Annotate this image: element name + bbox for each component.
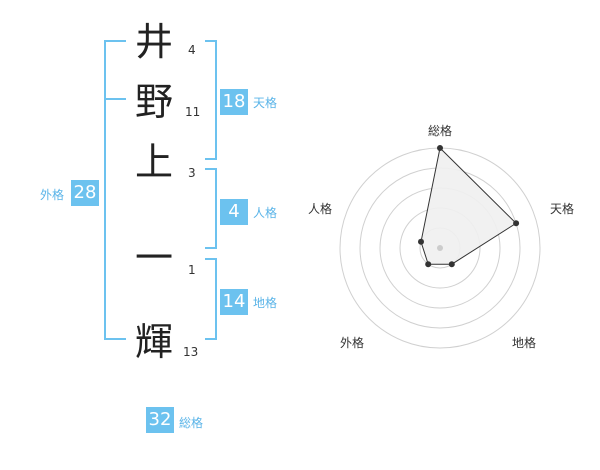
- stroke-count-5: 13: [183, 345, 199, 359]
- soukaku-label: 総格: [179, 416, 204, 430]
- radar-axis-label-jinkaku: 人格: [308, 202, 333, 216]
- radar-point-4: [425, 261, 432, 268]
- radar-point-1: [437, 145, 443, 151]
- chikaku-label: 地格: [253, 296, 278, 310]
- jinkaku-label: 人格: [253, 206, 278, 220]
- name-char-5: 輝: [134, 320, 173, 364]
- radar-point-5: [418, 238, 424, 245]
- gaikaku-value-badge: 28: [71, 180, 99, 206]
- jinkaku-value-badge: 4: [220, 199, 248, 225]
- radar-points: [418, 145, 520, 268]
- radar-axis-label-chikaku: 地格: [512, 336, 537, 350]
- tenkaku-bracket: [205, 40, 217, 160]
- stroke-count-3: 3: [188, 166, 196, 180]
- name-char-2: 野: [134, 80, 173, 124]
- radar-point-2: [513, 220, 520, 227]
- soukaku-value-badge: 32: [146, 407, 174, 433]
- name-char-3: 上: [134, 140, 173, 184]
- gaikaku-bracket-tick: [104, 98, 126, 100]
- radar-axis-label-tenkaku: 天格: [550, 202, 575, 216]
- tenkaku-label: 天格: [253, 96, 278, 110]
- gaikaku-label: 外格: [40, 188, 65, 202]
- radar-axis-label-gaikaku: 外格: [340, 336, 365, 350]
- radar-area: [420, 146, 517, 265]
- name-char-4: 一: [134, 236, 173, 280]
- gaikaku-bracket: [104, 40, 126, 340]
- stroke-count-4: 1: [188, 263, 196, 277]
- chikaku-value-badge: 14: [220, 289, 248, 315]
- radar-axis-label-soukaku: 総格: [428, 124, 453, 138]
- tenkaku-value-badge: 18: [220, 89, 248, 115]
- stroke-count-1: 4: [188, 43, 196, 57]
- chikaku-bracket: [205, 258, 217, 340]
- stroke-count-2: 11: [185, 105, 201, 119]
- radar-center-dot: [437, 245, 443, 251]
- name-char-1: 井: [134, 20, 173, 64]
- jinkaku-bracket: [205, 168, 217, 249]
- radar-point-3: [448, 261, 455, 268]
